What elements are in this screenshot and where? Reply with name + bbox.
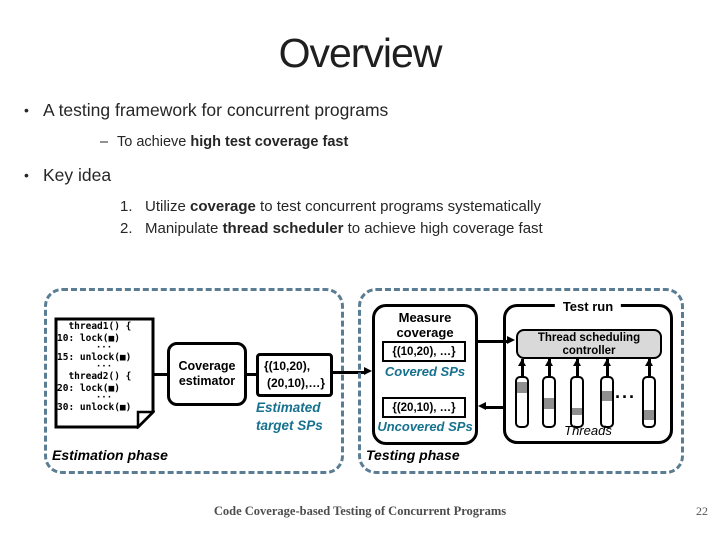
connector-line <box>606 359 609 377</box>
connector-line <box>486 406 504 409</box>
connector-line <box>521 359 524 377</box>
bullet-key-idea: • Key idea <box>24 165 111 186</box>
executed-segment <box>517 382 527 393</box>
uncovered-sps-label: Uncovered SPs <box>377 419 473 434</box>
numbered-item-2-text: Manipulate thread scheduler to achieve h… <box>145 220 543 237</box>
code-line: 10: lock(■) <box>57 333 120 344</box>
executed-segment <box>544 398 554 409</box>
executed-segment <box>602 391 612 401</box>
bullet-icon: • <box>24 102 29 118</box>
numbered-item-1: 1. Utilize coverage to test concurrent p… <box>120 198 541 215</box>
connector-line <box>332 371 365 374</box>
bullet-icon: • <box>24 167 29 183</box>
uncovered-sps-box: {(20,10), …} <box>382 397 466 418</box>
document-shape <box>54 317 155 429</box>
test-run-box: Test run Thread scheduling controller ··… <box>503 299 673 444</box>
code-line: thread1() { <box>57 321 132 332</box>
document-fold-icon <box>136 410 155 429</box>
estimation-phase-label: Estimation phase <box>52 447 168 463</box>
test-run-title: Test run <box>554 299 622 314</box>
ellipsis-icon: ··· <box>95 393 113 403</box>
bullet-key-idea-text: Key idea <box>43 165 112 185</box>
estimated-target-sps-label: Estimated target SPs <box>256 400 323 433</box>
sp-set-line: (20,10),…} <box>267 376 326 390</box>
measure-coverage-title: Measure coverage <box>396 310 454 340</box>
sp-set-line: {(10,20), <box>264 359 311 373</box>
coverage-estimator-box: Coverage estimator <box>167 342 247 406</box>
connector-line <box>153 373 169 376</box>
sub-bullet-goal: – To achieve high test coverage fast <box>100 134 348 150</box>
thread-bar <box>570 376 584 428</box>
page-title: Overview <box>278 30 443 76</box>
thread-bar <box>600 376 614 428</box>
code-document: thread1() { 10: lock(■) ··· 15: unlock(■… <box>54 317 155 429</box>
footer-title: Code Coverage-based Testing of Concurren… <box>213 504 507 518</box>
item-number: 1. <box>120 198 133 215</box>
estimated-sp-set-box: {(10,20), (20,10),…} <box>256 353 333 397</box>
numbered-item-2: 2. Manipulate thread scheduler to achiev… <box>120 220 543 237</box>
item-number: 2. <box>120 220 133 237</box>
thread-bar <box>515 376 529 428</box>
dash-icon: – <box>100 134 109 150</box>
arrow-up-icon <box>644 359 653 366</box>
numbered-item-1-text: Utilize coverage to test concurrent prog… <box>145 198 541 215</box>
arrow-left-icon <box>478 402 486 410</box>
estimation-phase-box <box>44 288 344 474</box>
arrow-up-icon <box>544 359 553 366</box>
connector-line <box>548 359 551 377</box>
ellipsis-icon: ··· <box>95 343 113 353</box>
connector-line <box>576 359 579 377</box>
covered-sps-box: {(10,20), …} <box>382 341 466 362</box>
page-number: 22 <box>696 504 708 518</box>
testing-phase-label: Testing phase <box>366 447 460 463</box>
testing-phase-box <box>358 288 684 474</box>
measure-coverage-box: Measure coverage {(10,20), …} Covered SP… <box>372 304 478 445</box>
bullet-framework-text: A testing framework for concurrent progr… <box>43 100 389 120</box>
sub-bullet-goal-text: To achieve high test coverage fast <box>117 134 349 150</box>
arrow-up-icon <box>517 359 526 366</box>
ellipsis-icon: ··· <box>615 387 636 407</box>
thread-scheduling-controller: Thread scheduling controller <box>516 329 662 359</box>
arrow-up-icon <box>572 359 581 366</box>
covered-sps-label: Covered SPs <box>384 364 466 379</box>
connector-line <box>245 373 258 376</box>
code-listing: thread1() { 10: lock(■) ··· 15: unlock(■… <box>57 321 151 414</box>
code-line: thread2() { <box>57 371 132 382</box>
arrow-up-icon <box>602 359 611 366</box>
executed-segment <box>572 408 582 415</box>
code-line: 15: unlock(■) <box>57 352 132 363</box>
ellipsis-icon: ··· <box>95 362 113 372</box>
connector-line <box>478 340 509 343</box>
thread-bar <box>542 376 556 428</box>
threads-label: Threads <box>564 423 612 438</box>
bullet-framework: • A testing framework for concurrent pro… <box>24 100 388 121</box>
arrow-right-icon <box>507 336 515 344</box>
code-line: 30: unlock(■) <box>57 402 132 413</box>
executed-segment <box>644 410 654 420</box>
code-line: 20: lock(■) <box>57 383 120 394</box>
arrow-right-icon <box>364 367 372 375</box>
thread-bar <box>642 376 656 428</box>
connector-line <box>648 359 651 377</box>
